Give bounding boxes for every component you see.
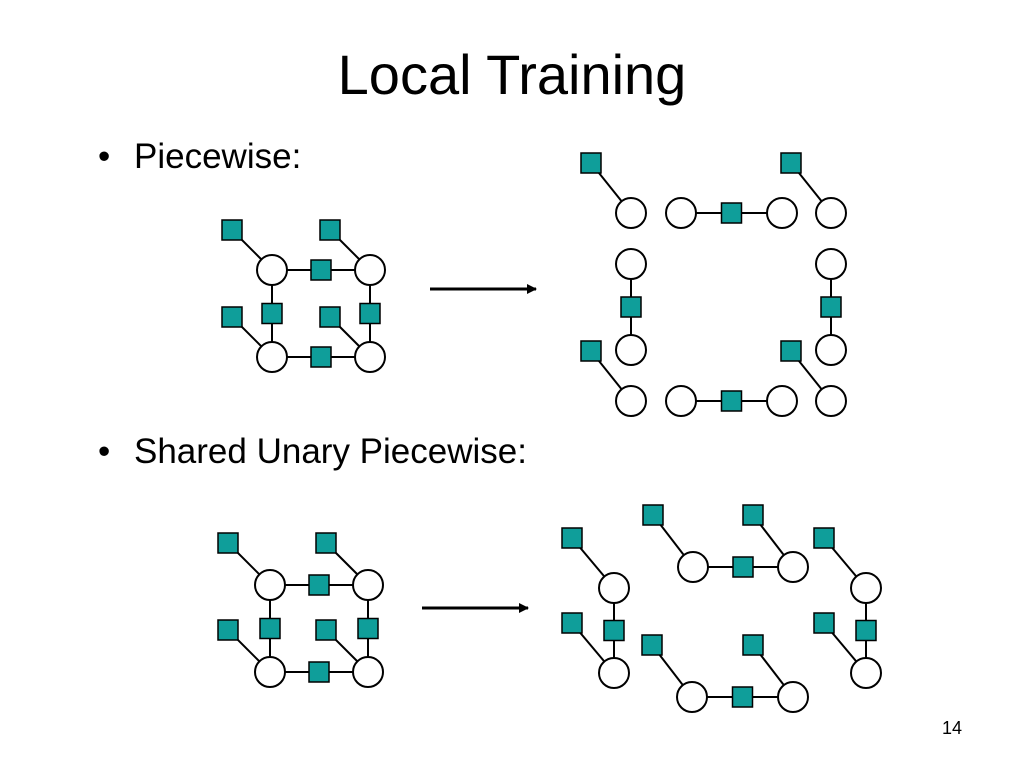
factor-node-square-icon bbox=[357, 617, 379, 640]
factor-node-square-icon bbox=[319, 306, 341, 328]
factor-node-square-icon bbox=[221, 219, 243, 241]
bullet-piecewise-label: Piecewise: bbox=[134, 137, 302, 176]
variable-node-circle-icon bbox=[766, 197, 798, 229]
factor-node-square-icon bbox=[221, 306, 243, 328]
factor-node-square-icon bbox=[620, 296, 642, 318]
factor-node-square-icon bbox=[720, 390, 743, 412]
variable-node-circle-icon bbox=[777, 551, 809, 583]
bullet-shared-unary-label: Shared Unary Piecewise: bbox=[134, 432, 527, 471]
bullet-shared-unary: • Shared Unary Piecewise: bbox=[98, 432, 527, 472]
factor-node-square-icon bbox=[780, 152, 802, 174]
factor-node-square-icon bbox=[580, 152, 602, 174]
factor-node-square-icon bbox=[310, 346, 332, 368]
variable-node-circle-icon bbox=[256, 254, 288, 286]
factor-node-square-icon bbox=[742, 504, 764, 526]
page-number: 14 bbox=[941, 718, 962, 738]
factor-node-square-icon bbox=[813, 527, 835, 549]
bullet-piecewise: • Piecewise: bbox=[98, 137, 301, 177]
slide-title: Local Training bbox=[337, 43, 687, 106]
variable-node-circle-icon bbox=[254, 656, 286, 688]
variable-node-circle-icon bbox=[815, 385, 847, 417]
factor-node-square-icon bbox=[308, 574, 330, 596]
variable-node-circle-icon bbox=[850, 572, 882, 604]
factor-node-square-icon bbox=[561, 527, 583, 549]
factor-node-square-icon bbox=[820, 296, 842, 318]
bullet-symbol: • bbox=[98, 432, 111, 471]
variable-node-circle-icon bbox=[598, 572, 630, 604]
factor-node-square-icon bbox=[732, 556, 754, 578]
variable-node-circle-icon bbox=[615, 334, 647, 366]
variable-node-circle-icon bbox=[665, 385, 697, 417]
variable-node-circle-icon bbox=[815, 334, 847, 366]
factor-node-square-icon bbox=[308, 661, 330, 683]
factor-node-square-icon bbox=[580, 340, 602, 362]
factor-node-square-icon bbox=[259, 617, 281, 640]
variable-node-circle-icon bbox=[665, 197, 697, 229]
factor-node-square-icon bbox=[813, 612, 835, 634]
factor-node-square-icon bbox=[319, 219, 341, 241]
variable-node-circle-icon bbox=[850, 657, 882, 689]
bullet-symbol: • bbox=[98, 137, 111, 176]
variable-node-circle-icon bbox=[354, 254, 386, 286]
factor-node-square-icon bbox=[315, 619, 337, 641]
factor-node-square-icon bbox=[731, 686, 754, 708]
factor-node-square-icon bbox=[217, 532, 239, 554]
variable-node-circle-icon bbox=[256, 341, 288, 373]
variable-node-circle-icon bbox=[677, 551, 709, 583]
variable-node-circle-icon bbox=[598, 657, 630, 689]
factor-node-square-icon bbox=[217, 619, 239, 641]
factor-node-square-icon bbox=[855, 619, 877, 642]
variable-node-circle-icon bbox=[766, 385, 798, 417]
factor-node-square-icon bbox=[742, 634, 764, 656]
variable-node-circle-icon bbox=[615, 197, 647, 229]
edges-layer bbox=[227, 162, 867, 698]
factor-node-square-icon bbox=[310, 259, 332, 281]
variable-node-circle-icon bbox=[815, 197, 847, 229]
factor-node-square-icon bbox=[261, 302, 283, 325]
nodes-layer bbox=[217, 152, 882, 713]
variable-node-circle-icon bbox=[615, 385, 647, 417]
factor-node-square-icon bbox=[641, 634, 663, 656]
variable-node-circle-icon bbox=[254, 569, 286, 601]
factor-node-square-icon bbox=[359, 302, 381, 325]
factor-node-square-icon bbox=[561, 612, 583, 634]
factor-node-square-icon bbox=[603, 619, 625, 642]
factor-node-square-icon bbox=[315, 532, 337, 554]
variable-node-circle-icon bbox=[815, 248, 847, 280]
factor-node-square-icon bbox=[780, 340, 802, 362]
variable-node-circle-icon bbox=[354, 341, 386, 373]
variable-node-circle-icon bbox=[615, 248, 647, 280]
variable-node-circle-icon bbox=[352, 569, 384, 601]
factor-node-square-icon bbox=[642, 504, 664, 526]
variable-node-circle-icon bbox=[777, 681, 809, 713]
variable-node-circle-icon bbox=[676, 681, 708, 713]
factor-node-square-icon bbox=[720, 202, 743, 224]
variable-node-circle-icon bbox=[352, 656, 384, 688]
